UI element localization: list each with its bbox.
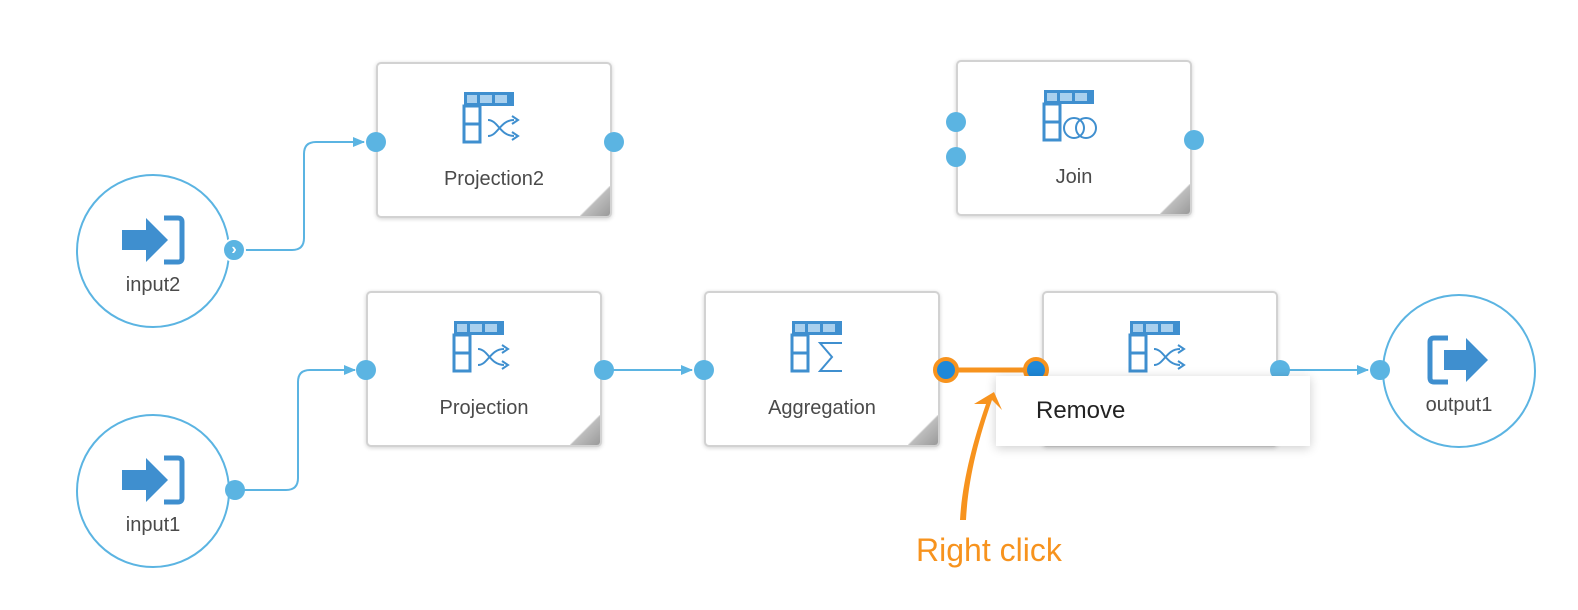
output-node-output1[interactable]: output1: [1382, 294, 1536, 448]
node-projection[interactable]: Projection: [366, 291, 602, 447]
projection-icon: [462, 92, 520, 144]
link-input1-projection[interactable]: [236, 365, 356, 491]
input-node-input1[interactable]: input1: [76, 414, 230, 568]
projection-icon: [1128, 321, 1186, 373]
context-menu: Remove: [996, 376, 1310, 446]
node-corner-fold: [570, 415, 600, 445]
node-projection2[interactable]: Projection2: [376, 62, 612, 218]
io-label: input1: [125, 514, 181, 536]
input-port-output1[interactable]: [1370, 360, 1390, 380]
output-arrow-icon: [1427, 335, 1488, 385]
aggregation-icon: [790, 321, 842, 373]
node-corner-fold: [1160, 184, 1190, 214]
input-node-input2[interactable]: input2: [76, 174, 230, 328]
output-port-projection3[interactable]: [1270, 360, 1290, 380]
output-port-input1[interactable]: [225, 480, 245, 500]
menu-item-remove[interactable]: Remove: [1036, 397, 1126, 424]
output-port-projection2[interactable]: [604, 132, 624, 152]
io-label: input2: [125, 274, 181, 296]
node-join[interactable]: Join: [956, 60, 1192, 216]
input-port-aggregation[interactable]: [694, 360, 714, 380]
projection-icon: [452, 321, 510, 373]
annotation-text: Right click: [916, 532, 1062, 568]
output-port-input2[interactable]: ›: [222, 238, 246, 262]
input-arrow-icon: [122, 455, 185, 505]
input-port-join-2[interactable]: [946, 147, 966, 167]
input-port-projection2[interactable]: [366, 132, 386, 152]
node-label: Projection: [439, 397, 529, 419]
node-label: Join: [1055, 166, 1093, 188]
input-arrow-icon: [122, 215, 185, 265]
join-icon: [1042, 90, 1097, 142]
output-port-join[interactable]: [1184, 130, 1204, 150]
input-port-join-1[interactable]: [946, 112, 966, 132]
output-port-projection[interactable]: [594, 360, 614, 380]
node-corner-fold: [580, 186, 610, 216]
node-corner-fold: [908, 415, 938, 445]
node-label: Aggregation: [768, 397, 876, 419]
node-label: Projection2: [443, 168, 545, 190]
output-port-aggregation[interactable]: [933, 357, 959, 383]
input-port-projection[interactable]: [356, 360, 376, 380]
link-input2-projection2[interactable]: [236, 137, 365, 251]
io-label: output1: [1425, 394, 1493, 416]
node-aggregation[interactable]: Aggregation: [704, 291, 940, 447]
